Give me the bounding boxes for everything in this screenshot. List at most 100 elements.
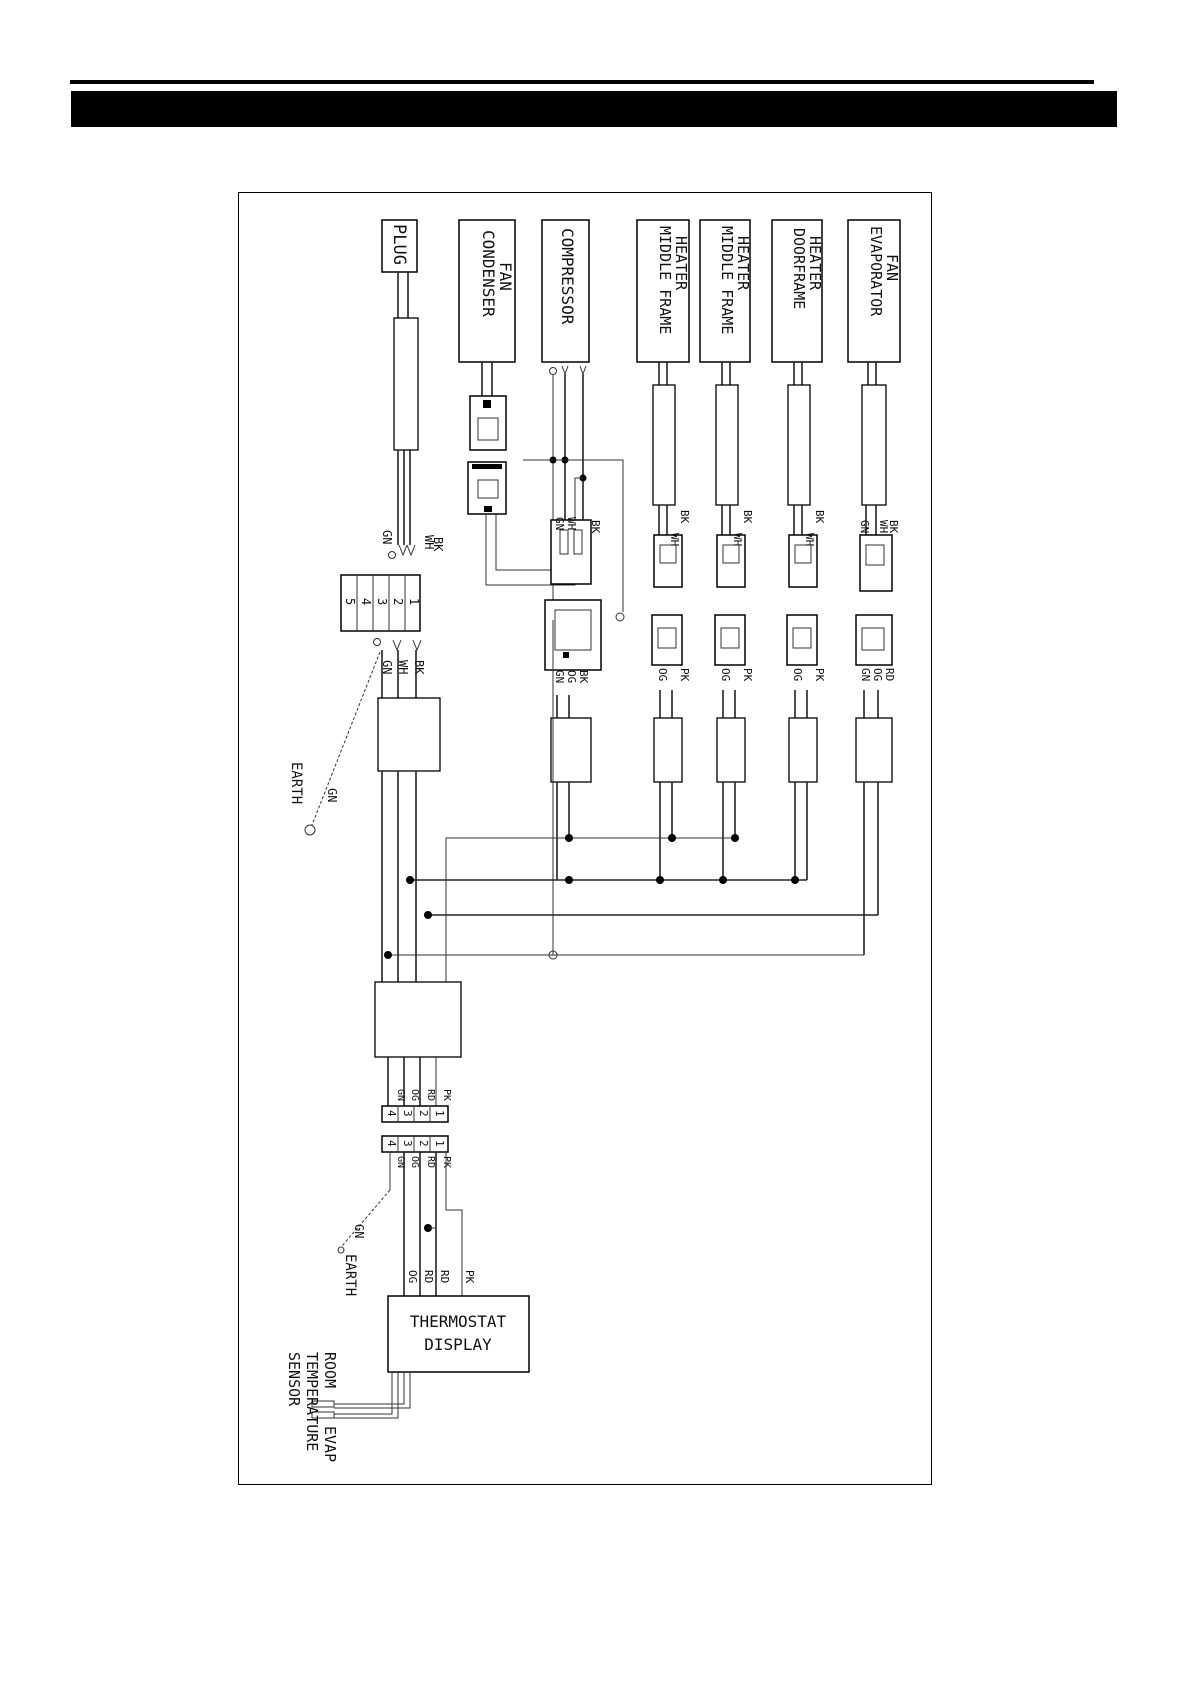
comp-bk-code-top: BK <box>589 520 602 534</box>
sensor-sensor-label: SENSOR <box>285 1352 303 1407</box>
middle-frame-heater-1-label-2: HEATER <box>672 236 690 291</box>
terminal-4: 4 <box>359 598 373 605</box>
dfh-wh: WH <box>803 533 816 546</box>
mfh1-og: OG <box>656 668 669 681</box>
mfh2-leads: WH BK OG PK <box>714 362 754 783</box>
c4a-pk: PK <box>441 1089 452 1101</box>
door-frame-heater-label-2: HEATER <box>806 236 824 291</box>
c4a-rd: RD <box>425 1089 436 1101</box>
main-bk-code: BK <box>412 660 426 675</box>
c4b-3: 3 <box>401 1140 414 1147</box>
comp-og-code-bot: OG <box>565 670 578 683</box>
thermostat-display-box: THERMOSTAT DISPLAY <box>387 1295 530 1373</box>
connector-4b: 1 2 3 4 GN OG RD PK <box>381 1135 452 1168</box>
condenser-fan-connector <box>467 362 507 515</box>
dfh-bk: BK <box>813 510 826 524</box>
c4a-4: 4 <box>385 1110 398 1117</box>
comp-gn-code-bot: GN <box>553 670 566 683</box>
mfh1-wh: WH <box>668 533 681 546</box>
sensor-temperature-label: TEMPERATURE <box>303 1352 321 1451</box>
c4b-1: 1 <box>433 1140 446 1147</box>
diagram-frame <box>238 192 932 1485</box>
earth-gn-label-bot: GN <box>352 1224 366 1238</box>
terminal-2: 2 <box>391 598 405 605</box>
condenser-fan-label-1: CONDENSER <box>479 230 498 317</box>
sensor-evap-label: EVAP <box>321 1426 339 1462</box>
evap-og-bot: OG <box>871 668 884 681</box>
thermostat-label-2: DISPLAY <box>424 1335 492 1354</box>
c4a-2: 2 <box>417 1110 430 1117</box>
c4a-gn: GN <box>395 1089 406 1101</box>
c4b-4: 4 <box>385 1140 398 1147</box>
terminal-5: 5 <box>343 598 357 605</box>
door-frame-heater-box: DOORFRAME HEATER <box>771 219 824 363</box>
middle-frame-heater-2-box: MIDDLE FRAME HEATER <box>699 219 752 363</box>
main-leads: GN WH BK EARTH GN <box>288 638 441 836</box>
evap-wh-top: WH <box>877 520 890 533</box>
header-bar <box>71 91 1117 127</box>
th-rd1: RD <box>422 1270 435 1283</box>
dfh-og: OG <box>791 668 804 681</box>
evap-gn-top: GN <box>858 520 871 533</box>
earth-label-bot: EARTH <box>342 1254 358 1296</box>
terminal-1: 1 <box>407 598 421 605</box>
compressor-box: COMPRESSOR <box>541 219 590 363</box>
th-og: OG <box>406 1270 419 1283</box>
condenser-fan-label-2: FAN <box>496 262 515 291</box>
mfh2-bk: BK <box>741 510 754 524</box>
comp-gn-code-top: GN <box>553 517 566 530</box>
c4a-3: 3 <box>401 1110 414 1117</box>
c4b-gn: GN <box>395 1156 406 1168</box>
middle-frame-heater-1-label-1: MIDDLE FRAME <box>656 226 674 334</box>
compressor-label: COMPRESSOR <box>558 228 577 325</box>
condenser-fan-box: CONDENSER FAN <box>458 219 516 363</box>
th-pk: PK <box>463 1270 476 1284</box>
main-gn-code: GN <box>380 660 394 674</box>
evap-fan-leads: GN WH BK GN OG RD <box>855 362 900 783</box>
terminal-3: 3 <box>375 598 389 605</box>
plug-wh-code: WH <box>422 535 436 549</box>
evaporator-fan-label-2: FAN <box>883 254 901 281</box>
comp-bk-code-bot: BK <box>577 670 590 684</box>
mfh1-pk: PK <box>678 668 691 682</box>
distribution-bus <box>374 620 879 1106</box>
comp-wh-code-top: WH <box>565 517 578 530</box>
mfh1-bk: BK <box>678 510 691 524</box>
c4b-og: OG <box>409 1156 420 1168</box>
main-wh-code: WH <box>396 660 410 674</box>
plug-gn-code: GN <box>380 530 394 544</box>
plug-leads: GN WH BK <box>380 272 445 559</box>
evaporator-fan-label-1: EVAPORATOR <box>867 226 885 317</box>
middle-frame-heater-1-box: MIDDLE FRAME HEATER <box>636 219 690 363</box>
temperature-sensors: ROOM EVAP TEMPERATURE SENSOR <box>285 1352 411 1462</box>
evap-gn-bot: GN <box>859 668 872 681</box>
dfh-pk: PK <box>813 668 826 682</box>
c4a-og: OG <box>409 1089 420 1101</box>
plug-bk-code: BK <box>431 537 445 552</box>
plug-box: PLUG <box>381 219 418 273</box>
middle-frame-heater-2-label-2: HEATER <box>734 236 752 291</box>
earth-label-top: EARTH <box>288 762 304 804</box>
terminal-block: 1 2 3 4 5 <box>340 574 421 632</box>
c4b-2: 2 <box>417 1140 430 1147</box>
earth-gn-label-top: GN <box>325 788 339 802</box>
mfh2-og: OG <box>719 668 732 681</box>
evaporator-fan-box: EVAPORATOR FAN <box>847 219 901 363</box>
middle-frame-heater-2-label-1: MIDDLE FRAME <box>718 226 736 334</box>
compressor-leads: GN WH BK GN OG BK <box>485 365 625 783</box>
mfh2-pk: PK <box>741 668 754 682</box>
thermostat-label-1: THERMOSTAT <box>410 1312 507 1331</box>
door-frame-heater-label-1: DOORFRAME <box>790 228 808 309</box>
evap-rd-bot: RD <box>883 668 896 681</box>
c4b-rd: RD <box>425 1156 436 1168</box>
thermostat-leads: GN EARTH OG RD RD PK <box>337 1152 476 1296</box>
mfh2-wh: WH <box>731 533 744 546</box>
mfh1-leads: WH BK OG PK <box>651 362 691 783</box>
connector-4a: 1 2 3 4 GN OG RD PK <box>381 1089 452 1123</box>
th-rd2: RD <box>438 1270 451 1283</box>
c4a-1: 1 <box>433 1110 446 1117</box>
sensor-room-label: ROOM <box>321 1352 339 1388</box>
evap-bk-top: BK <box>887 520 900 534</box>
dfh-leads: WH BK OG PK <box>786 362 826 783</box>
